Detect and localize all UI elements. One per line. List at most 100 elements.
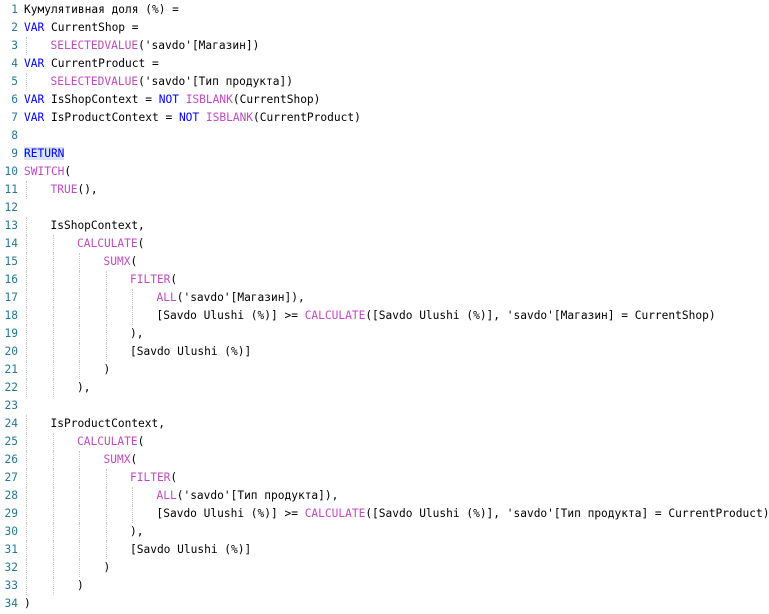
code-text: ) [77,577,84,595]
code-line[interactable]: 30), [0,523,769,541]
indent-guide [105,505,107,523]
code-text: Кумулятивная доля (%) = [24,1,179,19]
code-line[interactable]: 29[Savdo Ulushi (%)] >= CALCULATE([Savdo… [0,505,769,523]
code-token: VAR [24,57,51,70]
code-line[interactable]: 5 SELECTEDVALUE('savdo'[Тип продукта]) [0,73,769,91]
indent-guide [105,523,107,541]
code-text: ), [77,379,90,397]
code-token: ), [130,525,144,538]
code-token: ) [24,597,31,610]
indent-guide [52,469,54,487]
code-line[interactable]: 22), [0,379,769,397]
line-number: 9 [11,147,18,160]
line-number: 2 [11,21,18,34]
line-number: 8 [11,129,18,142]
code-line[interactable]: 13 IsShopContext, [0,217,769,235]
code-text: [Savdo Ulushi (%)] >= CALCULATE([Savdo U… [157,505,769,523]
code-line[interactable]: 20[Savdo Ulushi (%)] [0,343,769,361]
code-token: IsShopContext = [50,93,159,106]
indent-guide [105,487,107,505]
code-line[interactable]: 32) [0,559,769,577]
indent-guide [79,289,80,307]
indent-guide [79,559,80,577]
line-number: 19 [4,327,18,340]
code-line[interactable]: 23 [0,397,769,415]
code-token: [Savdo Ulushi (%)] [130,543,252,556]
code-token: [Savdo Ulushi (%)] [130,345,252,358]
code-token: [Savdo Ulushi (%)] >= [156,507,305,520]
indent-guide [132,307,133,325]
code-token: VAR [24,21,51,34]
code-token: ), [130,327,144,340]
line-number: 33 [4,579,18,592]
code-text: SELECTEDVALUE('savdo'[Тип продукта]) [51,73,293,91]
line-number: 22 [4,381,18,394]
code-line[interactable]: 8 [0,127,769,145]
indent-guide [52,523,54,541]
indent-guide [26,361,27,379]
code-token: (CurrentProduct) [253,111,361,124]
code-token: ([Savdo Ulushi (%)], 'savdo'[Магазин] = … [365,309,716,322]
line-number: 14 [4,237,18,250]
indent-guide [26,217,27,235]
code-line[interactable]: 18[Savdo Ulushi (%)] >= CALCULATE([Savdo… [0,307,769,325]
indent-guide [79,361,80,379]
indent-guide [26,253,27,271]
indent-guide [52,271,54,289]
code-text: IsShopContext, [51,217,145,235]
indent-guide [132,487,133,505]
line-number: 1 [11,3,18,16]
indent-guide [26,289,27,307]
code-token: SUMX [103,255,131,268]
code-text: ALL('savdo'[Тип продукта]), [157,487,339,505]
code-token: (CurrentShop) [232,93,321,106]
code-token: FILTER [130,273,171,286]
code-text: [Savdo Ulushi (%)] >= CALCULATE([Savdo U… [157,307,716,325]
code-line[interactable]: 12 [0,199,769,217]
code-line[interactable]: 31[Savdo Ulushi (%)] [0,541,769,559]
code-line[interactable]: 34) [0,595,769,613]
indent-guide [26,307,27,325]
code-line[interactable]: 33) [0,577,769,595]
indent-guide [52,289,54,307]
line-number: 5 [11,75,18,88]
line-number: 11 [4,183,18,196]
code-line[interactable]: 1 Кумулятивная доля (%) = [0,1,769,19]
code-text: [Savdo Ulushi (%)] [130,343,251,361]
line-number: 27 [4,471,18,484]
code-line[interactable]: 2 VAR CurrentShop = [0,19,769,37]
code-token: SELECTEDVALUE [50,75,139,88]
code-text: VAR IsProductContext = NOT ISBLANK(Curre… [24,109,361,127]
code-line[interactable]: 19), [0,325,769,343]
code-text: ) [104,361,111,379]
line-number: 16 [4,273,18,286]
indent-guide [105,343,107,361]
code-token: IsShopContext, [50,219,145,232]
indent-guide [26,379,27,397]
indent-guide [26,235,27,253]
code-line[interactable]: 21) [0,361,769,379]
indent-guide [79,469,80,487]
line-number: 13 [4,219,18,232]
code-text: VAR CurrentProduct = [24,55,159,73]
code-text: VAR CurrentShop = [24,19,139,37]
indent-guide [79,487,80,505]
code-token: ('savdo'[Тип продукта]) [138,75,293,88]
